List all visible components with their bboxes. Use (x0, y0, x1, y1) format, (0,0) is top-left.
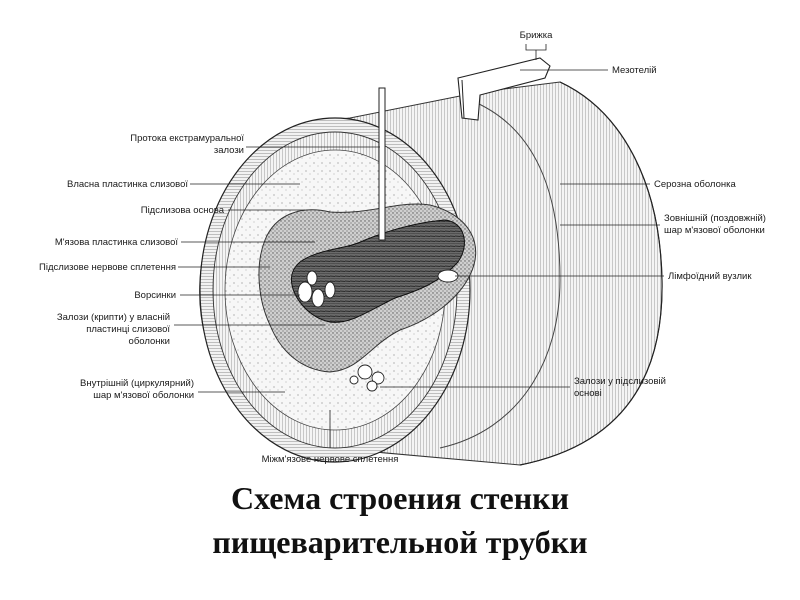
extramural-duct (378, 87, 386, 241)
caption-line-1: Схема строения стенки (230, 480, 570, 516)
label-villi: Ворсинки (134, 290, 176, 301)
label-submucosal-plexus: Підслизове нервове сплетення (39, 262, 176, 273)
label-myenteric-plexus: Міжм'язове нервове сплетення (262, 454, 399, 465)
label-lymphoid-nodule: Лімфоїдний вузлик (668, 271, 752, 282)
leader-lines (174, 44, 664, 448)
label-crypts-2: пластинці слизової (86, 324, 170, 335)
label-mesentery: Брижка (520, 30, 554, 41)
label-outer-longitudinal: Зовнішній (поздовжній) (664, 213, 766, 224)
mesentery (457, 57, 551, 121)
label-serosa: Серозна оболонка (654, 179, 736, 190)
diagram-labels: Брижка Мезотелій Протока екстрамуральної… (39, 30, 766, 465)
label-lamina-propria: Власна пластинка слизової (67, 179, 188, 190)
label-crypts: Залози (крипти) у власній (57, 312, 170, 323)
label-inner-circular-2: шар м'язової оболонки (93, 390, 194, 401)
label-extramural-duct: Протока екстрамуральної (130, 133, 244, 144)
label-submucosal-glands: Залози у підслизовій (574, 376, 666, 387)
label-extramural-duct-2: залози (214, 145, 244, 156)
villi (297, 270, 336, 308)
label-submucosal-glands-2: основі (574, 388, 602, 399)
label-outer-longitudinal-2: шар м'язової оболонки (664, 225, 765, 236)
cross-section (199, 117, 477, 463)
label-mesothelium: Мезотелій (612, 65, 657, 76)
label-crypts-3: оболонки (129, 336, 170, 347)
label-muscularis-mucosae: М'язова пластинка слизової (55, 237, 179, 248)
caption-line-2: пищеварительной трубки (212, 524, 588, 560)
label-inner-circular: Внутрішній (циркулярний) (80, 378, 194, 389)
label-submucosa: Підслизова основа (141, 205, 225, 216)
submucosal-glands (349, 364, 385, 392)
